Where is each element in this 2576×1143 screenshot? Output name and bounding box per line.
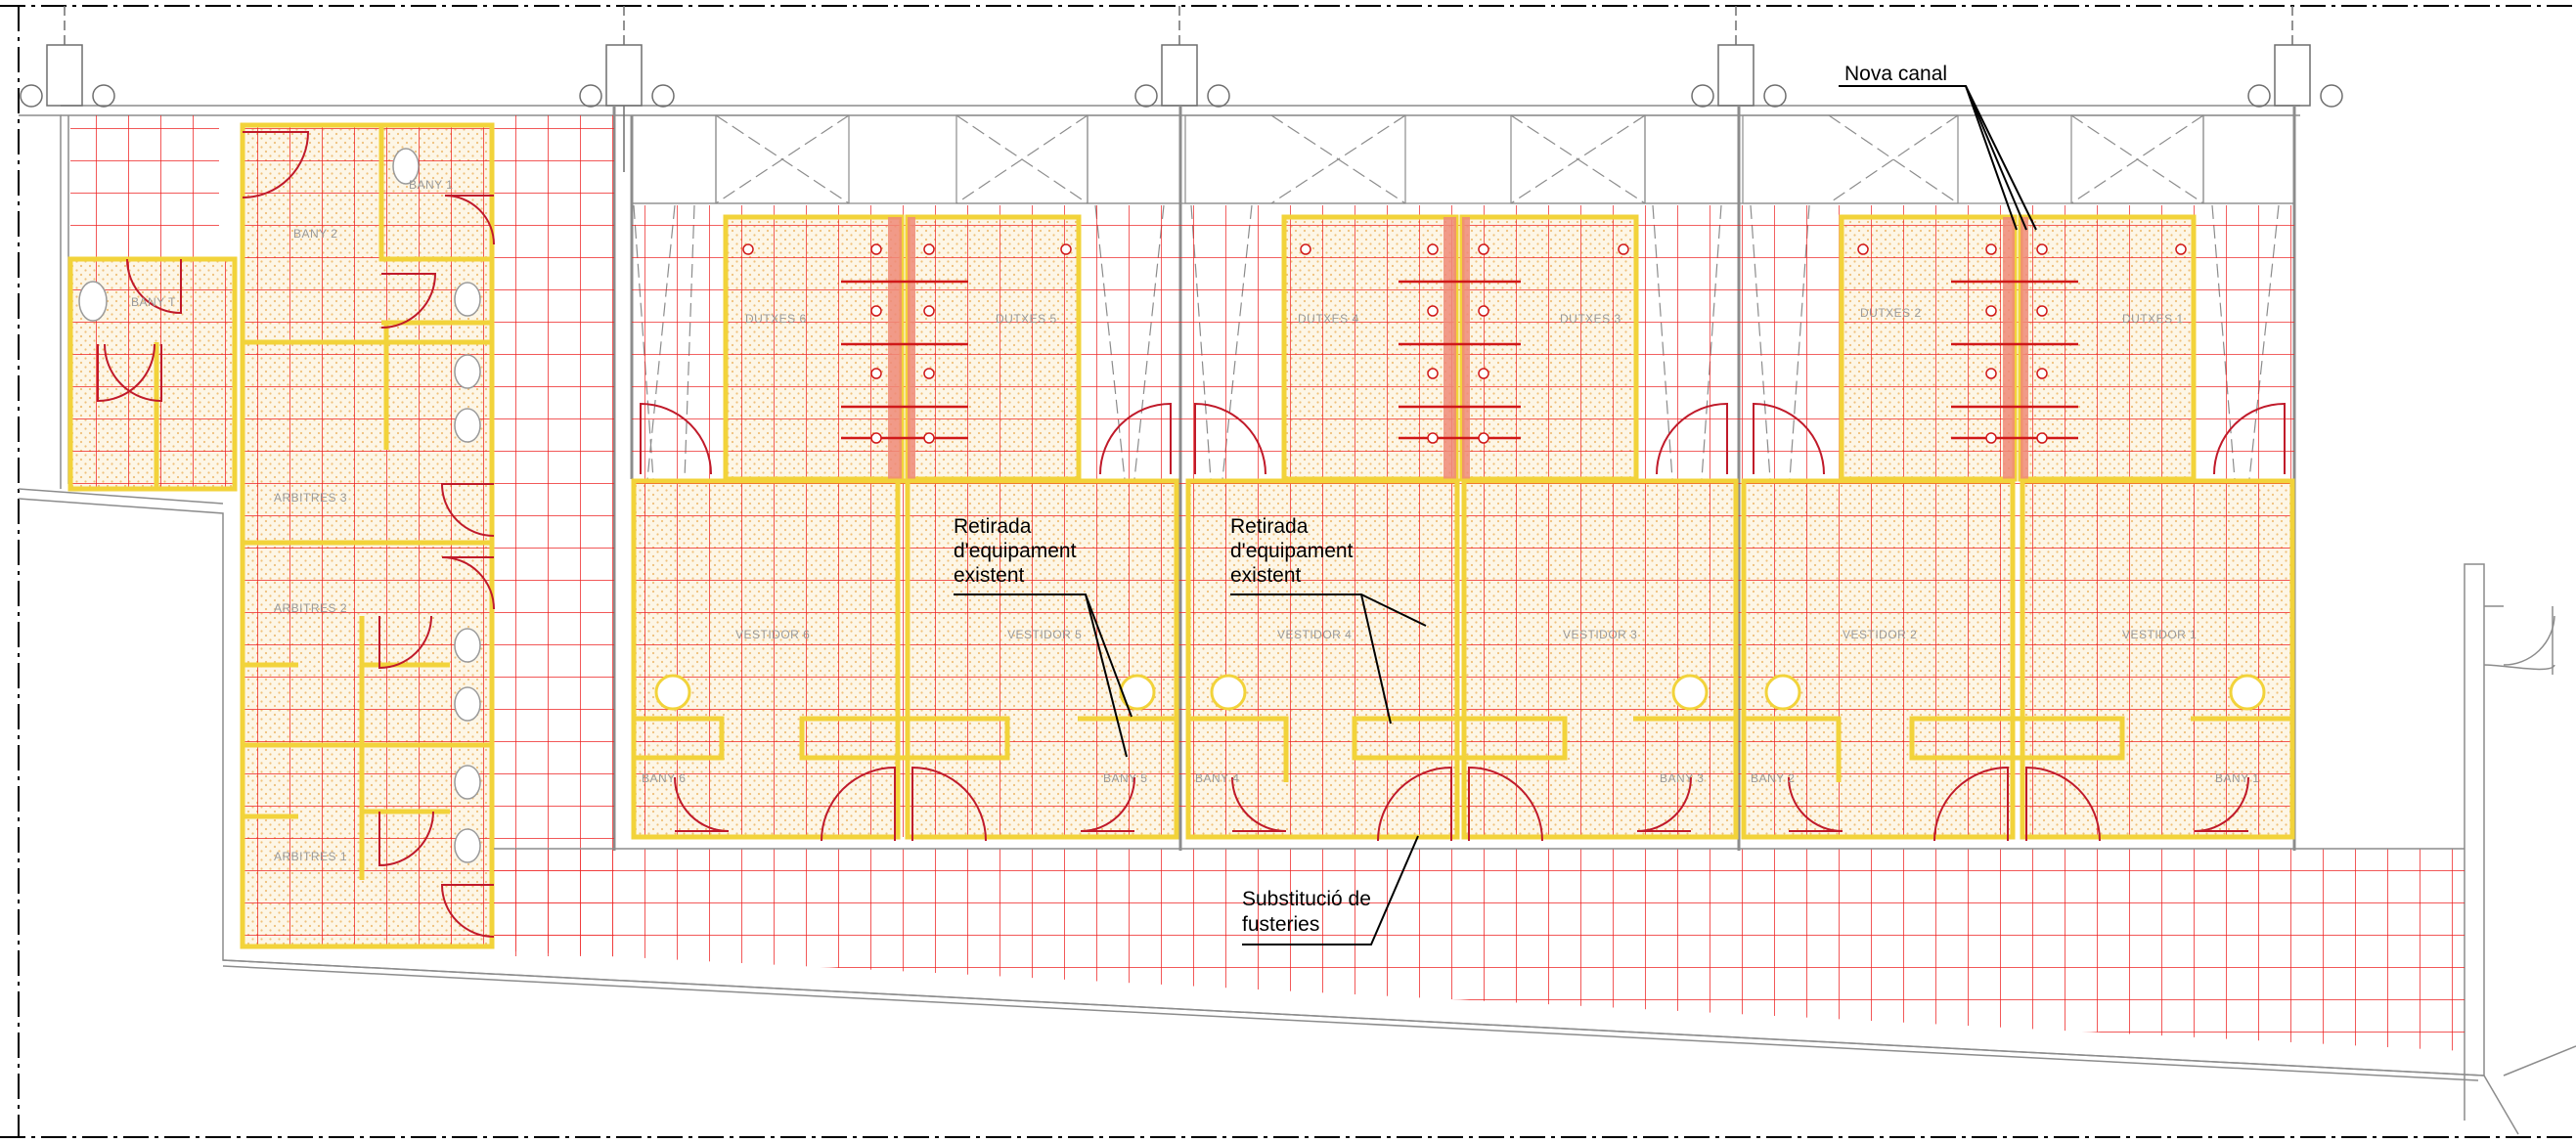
existing-building-outline (18, 105, 2576, 1135)
room-label: DUTXES 6 (745, 312, 807, 326)
drawing-border (0, 5, 2576, 1138)
room-label: BANY 4 (1195, 771, 1239, 785)
room-label: BANY 1 (2215, 771, 2259, 785)
corridor-floor (494, 848, 2465, 1051)
room-label: VESTIDOR 2 (1843, 628, 1917, 641)
room-label: BANY 6 (642, 771, 686, 785)
left-block-doors (97, 131, 495, 938)
room-label: ARBITRES 2 (274, 601, 347, 615)
room-label: VESTIDOR 6 (735, 628, 810, 641)
room-label: BANY 2 (293, 227, 337, 241)
room-label: DUTXES 3 (1560, 312, 1621, 326)
room-label: BANY 2 (1751, 771, 1795, 785)
room-label: BANY 1 (409, 178, 453, 192)
annotation-leaders (954, 85, 2037, 945)
annotation-retirada-line: Retirada (954, 515, 1032, 538)
room-label: ARBITRES 3 (274, 491, 347, 505)
room-label: BANY T (131, 295, 176, 309)
annotation-retirada-line: existent (1230, 564, 1302, 587)
room-label: BANY 5 (1103, 771, 1147, 785)
annotation-retirada-line: existent (954, 564, 1025, 587)
annotation-retirada-line: d'equipament (1230, 540, 1354, 562)
annotation-substitucio-line: fusteries (1242, 913, 1319, 936)
room-label: VESTIDOR 3 (1563, 628, 1637, 641)
block-doors (640, 402, 2286, 842)
annotation-retirada-line: Retirada (1230, 515, 1309, 538)
shower-rooms (632, 205, 2294, 482)
room-label: VESTIDOR 4 (1277, 628, 1352, 641)
room-label: DUTXES 4 (1298, 312, 1359, 326)
changing-rooms (631, 478, 2295, 840)
room-label: VESTIDOR 5 (1007, 628, 1082, 641)
room-label: BANY 3 (1660, 771, 1704, 785)
room-label: DUTXES 2 (1860, 306, 1922, 320)
left-block-floors (67, 115, 614, 956)
room-label: DUTXES 1 (2122, 312, 2184, 326)
room-labels: BANY T BANY 1 BANY 2 ARBITRES 3 ARBITRES… (131, 178, 2259, 863)
annotation-retirada-line: d'equipament (954, 540, 1077, 562)
annotations: Nova canal Retirada d'equipament existen… (954, 63, 1947, 936)
annotation-nova-canal: Nova canal (1844, 63, 1947, 85)
room-label: DUTXES 5 (996, 312, 1057, 326)
room-label: VESTIDOR 1 (2122, 628, 2197, 641)
left-block-fixtures (78, 148, 481, 863)
room-label: ARBITRES 1 (274, 850, 347, 863)
annotation-substitucio-line: Substitució de (1242, 888, 1371, 910)
